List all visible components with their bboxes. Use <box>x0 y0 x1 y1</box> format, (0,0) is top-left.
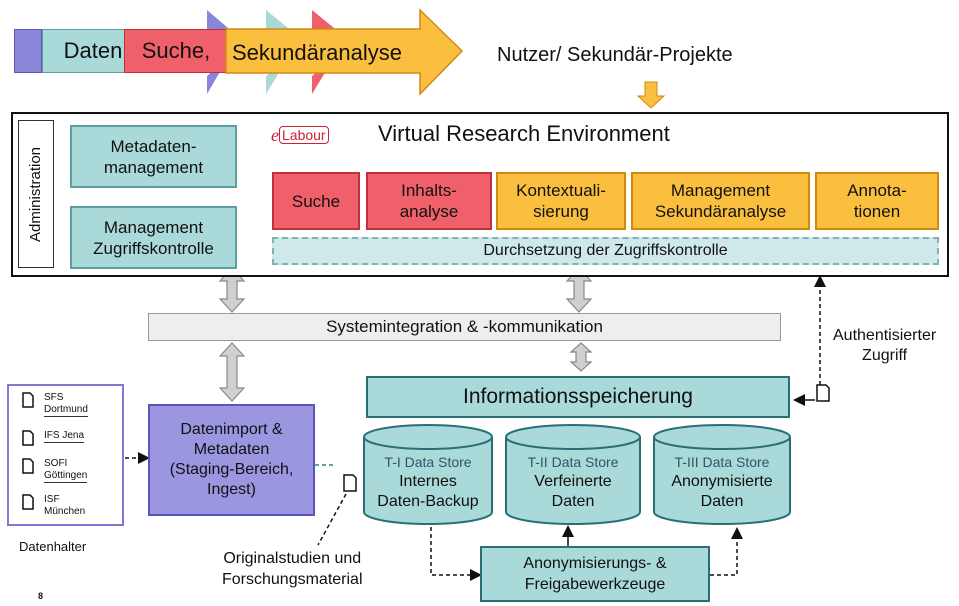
systemintegration-bar: Systemintegration & -kommunikation <box>148 313 781 341</box>
arrow-label-sekundar: Sekundäranalyse <box>232 40 403 65</box>
module-annotationen: Annota- tionen <box>815 172 939 230</box>
datenhalter-label: Datenhalter <box>19 539 87 554</box>
datenhalter-item-3: SOFI Göttingen <box>22 458 88 483</box>
informationsspeicherung-box: Informationsspeicherung <box>366 376 790 418</box>
elabour-logo: e Labour <box>271 123 329 147</box>
datenhalter-item-1: SFS Dortmund <box>22 392 88 417</box>
cylinder-3-body <box>653 437 791 525</box>
datenhalter-item-4: ISF München <box>22 494 85 518</box>
administration-box: Administration <box>18 120 54 268</box>
document-icon <box>22 392 34 408</box>
cylinder-2-top <box>505 424 641 450</box>
cylinder-1-top <box>363 424 493 450</box>
module-inhaltsanalyse: Inhalts- analyse <box>366 172 492 230</box>
module-suche: Suche <box>272 172 360 230</box>
vre-title: Virtual Research Environment <box>378 121 670 146</box>
double-arrow-2 <box>565 267 593 313</box>
document-icon <box>816 384 830 402</box>
metadaten-management-box: Metadaten- management <box>70 125 237 188</box>
durchsetzung-box: Durchsetzung der Zugriffskontrolle <box>272 237 939 265</box>
double-arrow-4 <box>569 342 593 372</box>
arrow-segment-daten: Daten <box>42 29 126 73</box>
document-icon <box>343 474 357 492</box>
module-management-sekundaranalyse: Management Sekundäranalyse <box>631 172 810 230</box>
down-arrow-orange <box>636 81 666 109</box>
cylinder-3-top <box>653 424 791 450</box>
datenimport-box: Datenimport & Metadaten (Staging-Bereich… <box>148 404 315 516</box>
module-kontextualisierung: Kontextuali- sierung <box>496 172 626 230</box>
document-icon <box>22 494 34 510</box>
management-zugriff-box: Management Zugriffskontrolle <box>70 206 237 269</box>
store-3: T-III Data Store Anonymisierte Daten <box>671 454 773 510</box>
auth-label: Authentisierter Zugriff <box>833 327 937 364</box>
anonymisierung-box: Anonymisierungs- & Freigabewerkzeuge <box>480 546 710 602</box>
store-2: T-II Data Store Verfeinerte Daten <box>527 454 619 510</box>
datenhalter-item-2: IFS Jena <box>22 430 85 446</box>
arrow-segment-purple <box>14 29 42 73</box>
document-icon <box>22 458 34 474</box>
double-arrow-3 <box>218 342 246 402</box>
cylinder-1-body <box>363 437 493 525</box>
nutzer-label: Nutzer/ Sekundär-Projekte <box>497 44 733 66</box>
page-number: 8 <box>38 591 44 601</box>
arrow-segment-suche: Suche, <box>124 29 228 73</box>
originalstudien-label: Originalstudien und Forschungsmaterial <box>222 550 363 588</box>
document-icon <box>22 430 34 446</box>
double-arrow-1 <box>218 267 246 313</box>
store-1: T-I Data Store Internes Daten-Backup <box>377 454 479 510</box>
cylinder-2-body <box>505 437 641 525</box>
